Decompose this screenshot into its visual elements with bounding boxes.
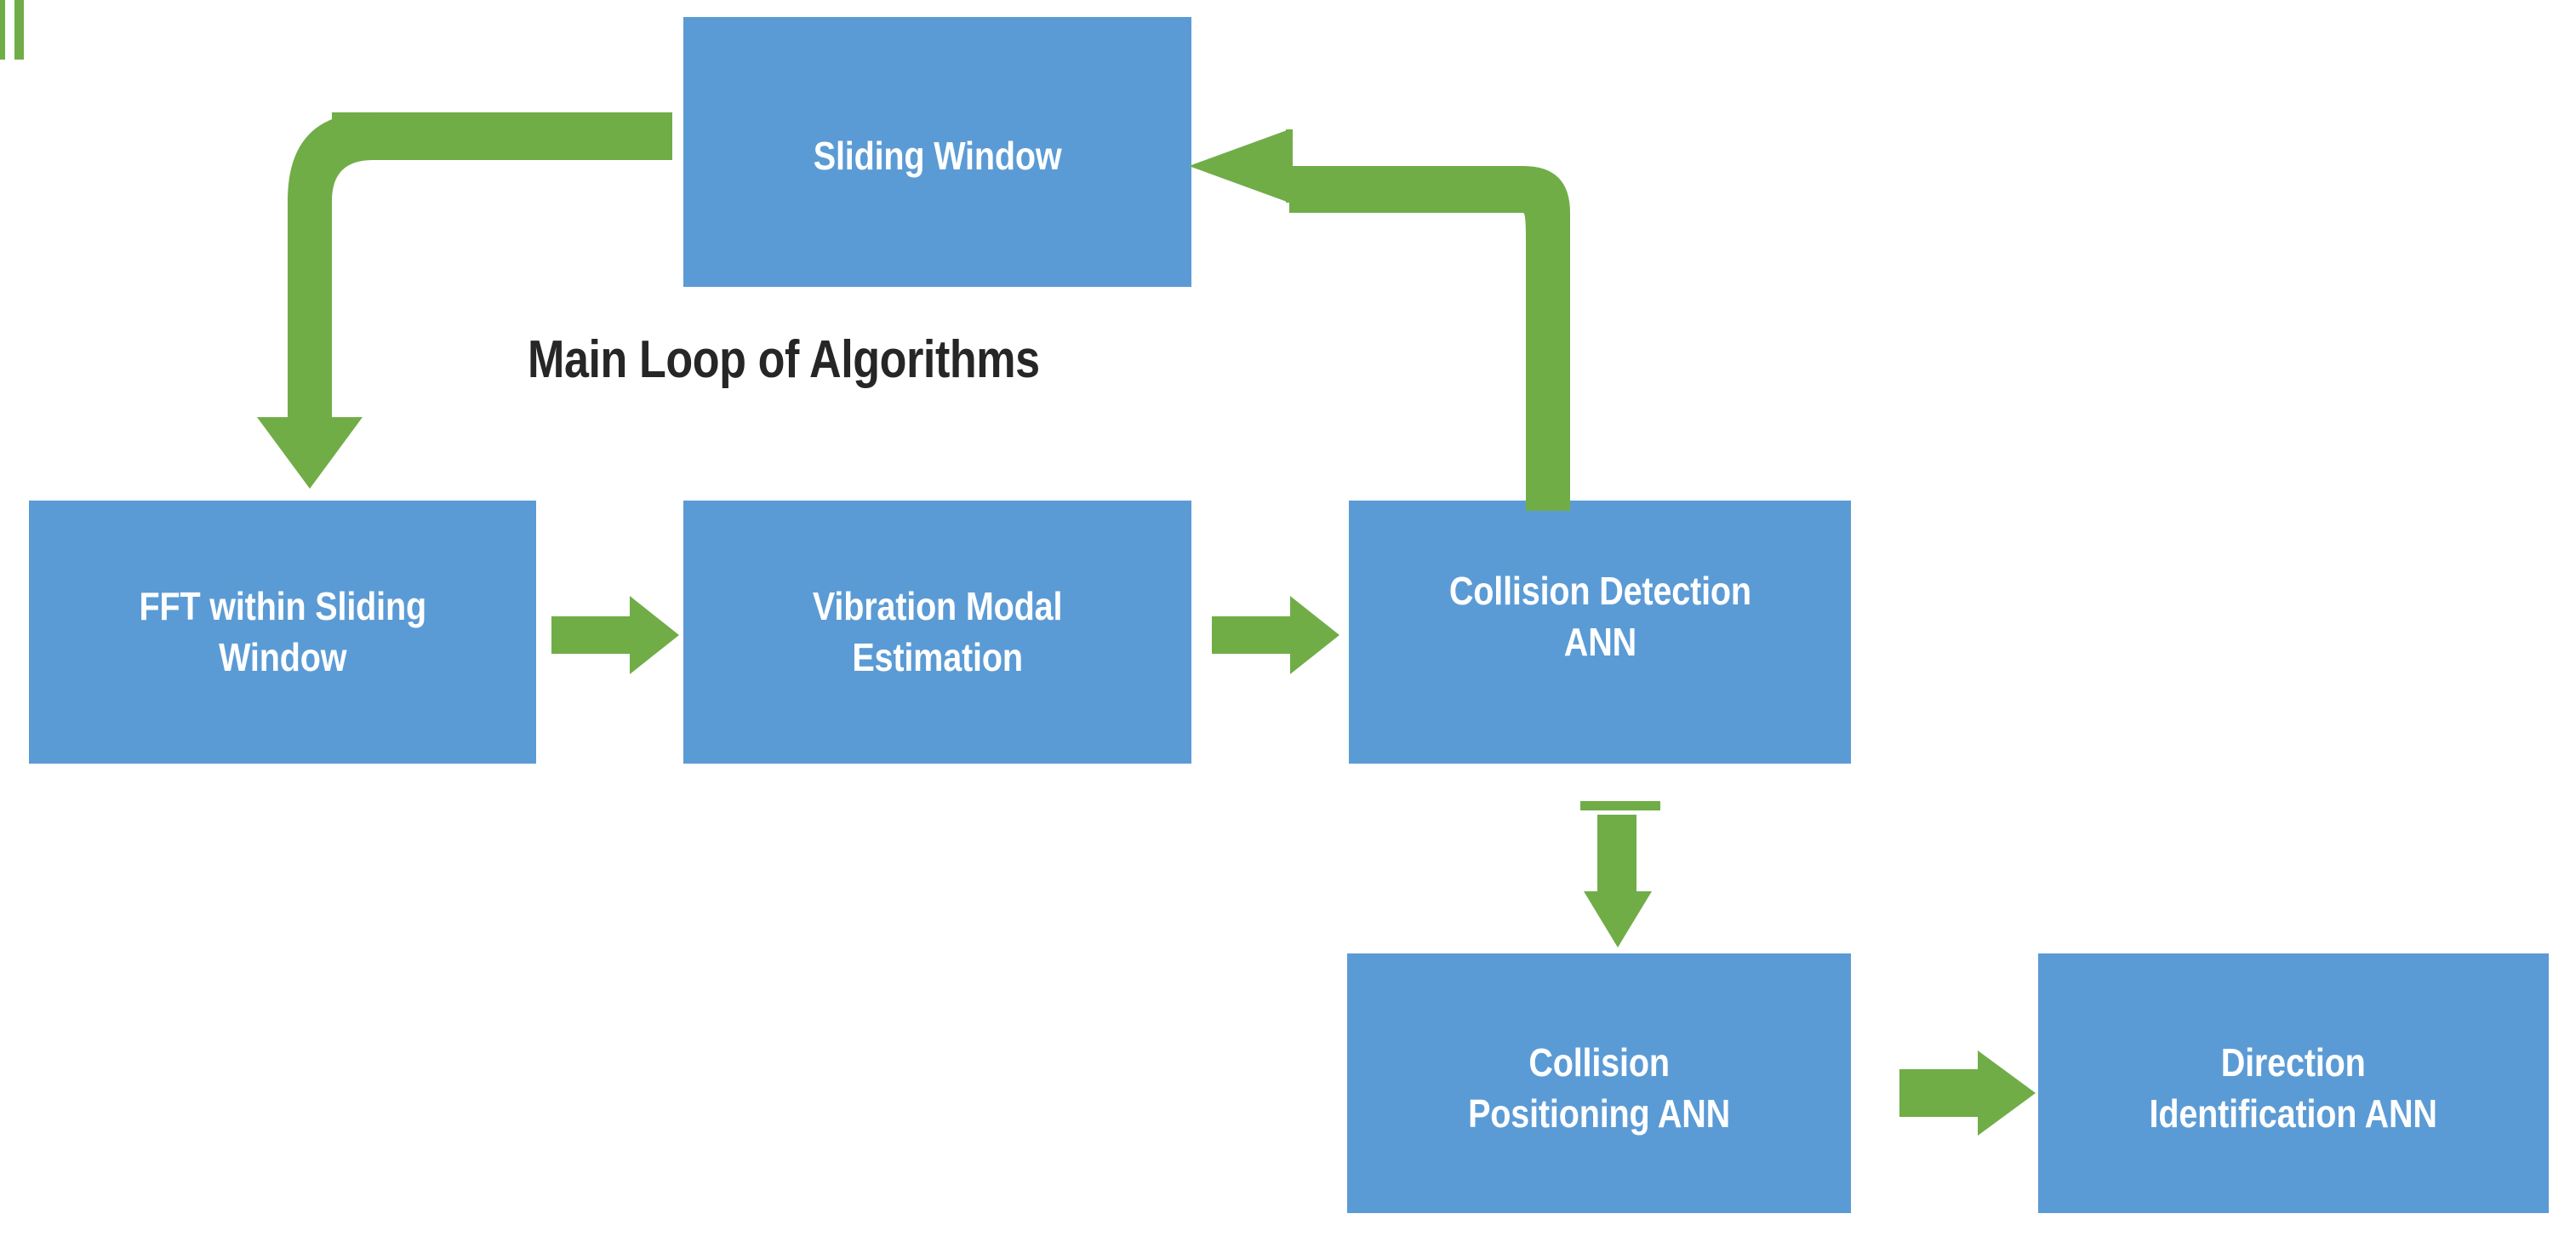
arrow-right-icon [551, 596, 679, 674]
node-sliding-window[interactable]: Sliding Window [683, 17, 1191, 287]
node-collision-positioning-label: Collision Positioning ANN [1467, 1039, 1731, 1136]
tick-mark-2 [14, 0, 24, 60]
arrow-left-icon [1189, 129, 1570, 511]
edge-det-pos-stub [1580, 801, 1660, 810]
edge-collision-positioning-to-direction [1882, 1050, 2036, 1137]
node-vibration-modal-estimation[interactable]: Vibration Modal Estimation [683, 501, 1191, 764]
edge-collision-detection-to-collision-positioning [1579, 796, 1672, 958]
node-fft-label: FFT within Sliding Window [139, 583, 426, 679]
node-collision-detection-ann[interactable]: Collision Detection ANN [1349, 501, 1851, 764]
edge-pos-dir-tick-marks [0, 0, 26, 60]
arrow-right-icon [1899, 1050, 2036, 1136]
node-collision-detection-label: Collision Detection ANN [1448, 568, 1751, 664]
edge-vibration-to-collision-detection [1212, 596, 1339, 674]
node-direction-identification-ann[interactable]: Direction Identification ANN [2038, 953, 2549, 1213]
node-vibration-label: Vibration Modal Estimation [812, 583, 1063, 679]
arrow-right-icon [1212, 596, 1339, 674]
node-sliding-window-label: Sliding Window [813, 133, 1062, 178]
node-collision-positioning-ann[interactable]: Collision Positioning ANN [1347, 953, 1851, 1213]
tick-mark-1 [0, 0, 5, 60]
edge-sliding-window-to-fft [213, 112, 672, 494]
node-direction-label: Direction Identification ANN [2149, 1039, 2438, 1136]
main-loop-caption: Main Loop of Algorithms [528, 330, 1040, 389]
arrow-down-icon [257, 112, 672, 489]
arrow-down-icon [1584, 815, 1652, 947]
edge-collision-detection-to-sliding-window [1189, 119, 1655, 511]
node-fft-within-sliding-window[interactable]: FFT within Sliding Window [29, 501, 536, 764]
edge-fft-to-vibration [551, 596, 679, 674]
